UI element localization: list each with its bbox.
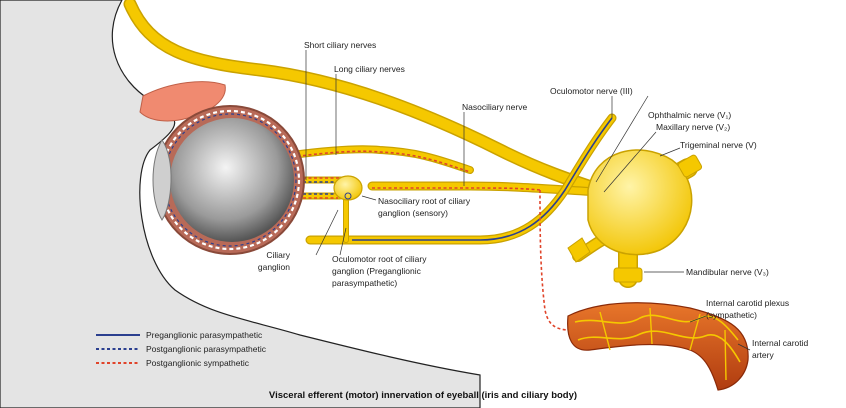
label-oculomotor-root-1: Oculomotor root of ciliary [332,254,427,264]
label-oculomotor-nerve: Oculomotor nerve (III) [550,86,633,96]
label-oculomotor-root-3: parasympathetic) [332,278,397,288]
label-nasociliary-root-2: ganglion (sensory) [378,208,448,218]
label-ciliary-ganglion-1: Ciliary [266,250,290,260]
diagram-caption: Visceral efferent (motor) innervation of… [269,390,577,401]
label-trigeminal-nerve: Trigeminal nerve (V) [680,140,757,150]
label-oculomotor-root-2: ganglion (Preganglionic [332,266,422,276]
label-internal-carotid-artery-2: artery [752,350,774,360]
label-nasociliary-root-1: Nasociliary root of ciliary [378,196,471,206]
label-internal-carotid-artery-1: Internal carotid [752,338,808,348]
label-mandibular-nerve: Mandibular nerve (V₃) [686,267,769,277]
label-long-ciliary-nerves: Long ciliary nerves [334,64,405,74]
ciliary-ganglion [334,176,362,200]
label-maxillary-nerve: Maxillary nerve (V₂) [656,122,730,132]
legend-label-postganglionic-parasympathetic: Postganglionic parasympathetic [146,344,267,354]
legend-label-postganglionic-sympathetic: Postganglionic sympathetic [146,358,250,368]
label-ophthalmic-nerve: Ophthalmic nerve (V₁) [648,110,731,120]
eyeball [153,106,304,254]
label-nasociliary-nerve: Nasociliary nerve [462,102,527,112]
legend-label-preganglionic-parasympathetic: Preganglionic parasympathetic [146,330,263,340]
label-short-ciliary-nerves: Short ciliary nerves [304,40,376,50]
label-internal-carotid-plexus-1: Internal carotid plexus [706,298,789,308]
label-internal-carotid-plexus-2: (sympathetic) [706,310,757,320]
label-ciliary-ganglion-2: ganglion [258,262,290,272]
